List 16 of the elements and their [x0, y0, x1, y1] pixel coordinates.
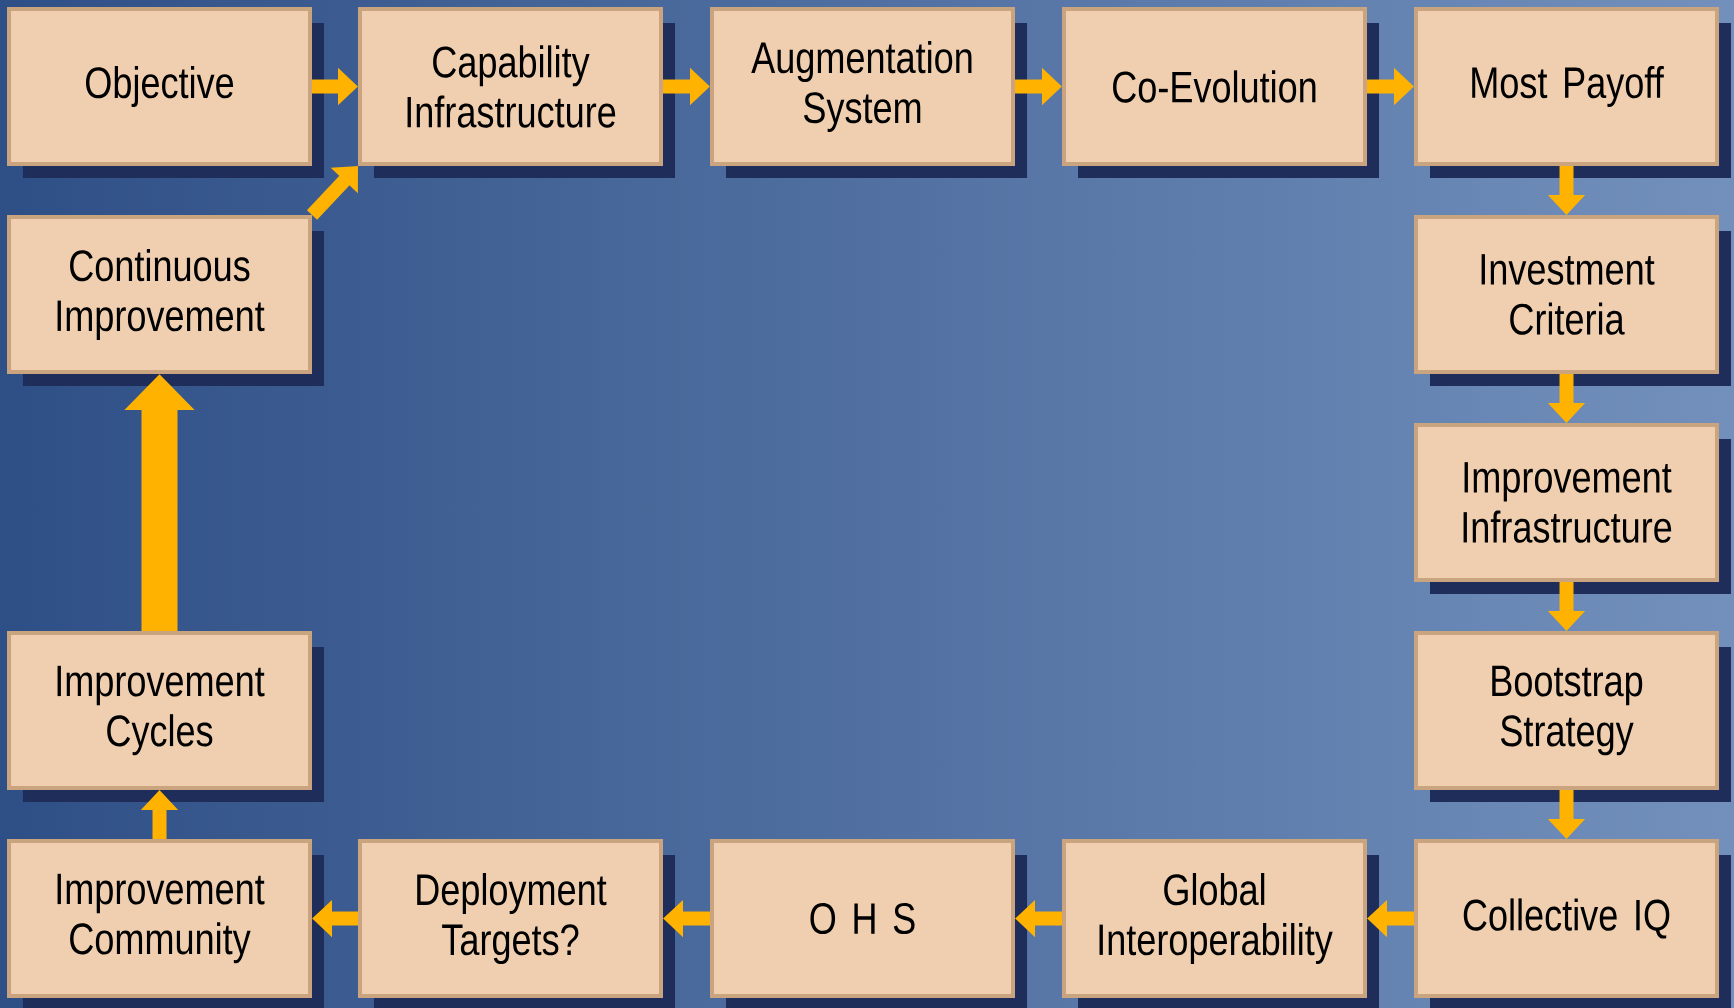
process-box: Objective — [7, 7, 324, 178]
process-box: Improvement Community — [7, 839, 324, 1008]
process-box: Deployment Targets? — [358, 839, 675, 1008]
process-box: Capability Infrastructure — [358, 7, 675, 178]
process-box: Continuous Improvement — [7, 215, 324, 386]
process-box: Investment Criteria — [1414, 215, 1731, 386]
process-box: Improvement Cycles — [7, 631, 324, 802]
process-box: Improvement Infrastructure — [1414, 423, 1731, 594]
process-box: Collective IQ — [1414, 839, 1731, 1008]
process-box: O H S — [710, 839, 1027, 1008]
process-box: Global Interoperability — [1062, 839, 1379, 1008]
process-box: Bootstrap Strategy — [1414, 631, 1731, 802]
process-box: Most Payoff — [1414, 7, 1731, 178]
arrow — [306, 166, 358, 220]
process-box: Co-Evolution — [1062, 7, 1379, 178]
process-box: Augmentation System — [710, 7, 1027, 178]
